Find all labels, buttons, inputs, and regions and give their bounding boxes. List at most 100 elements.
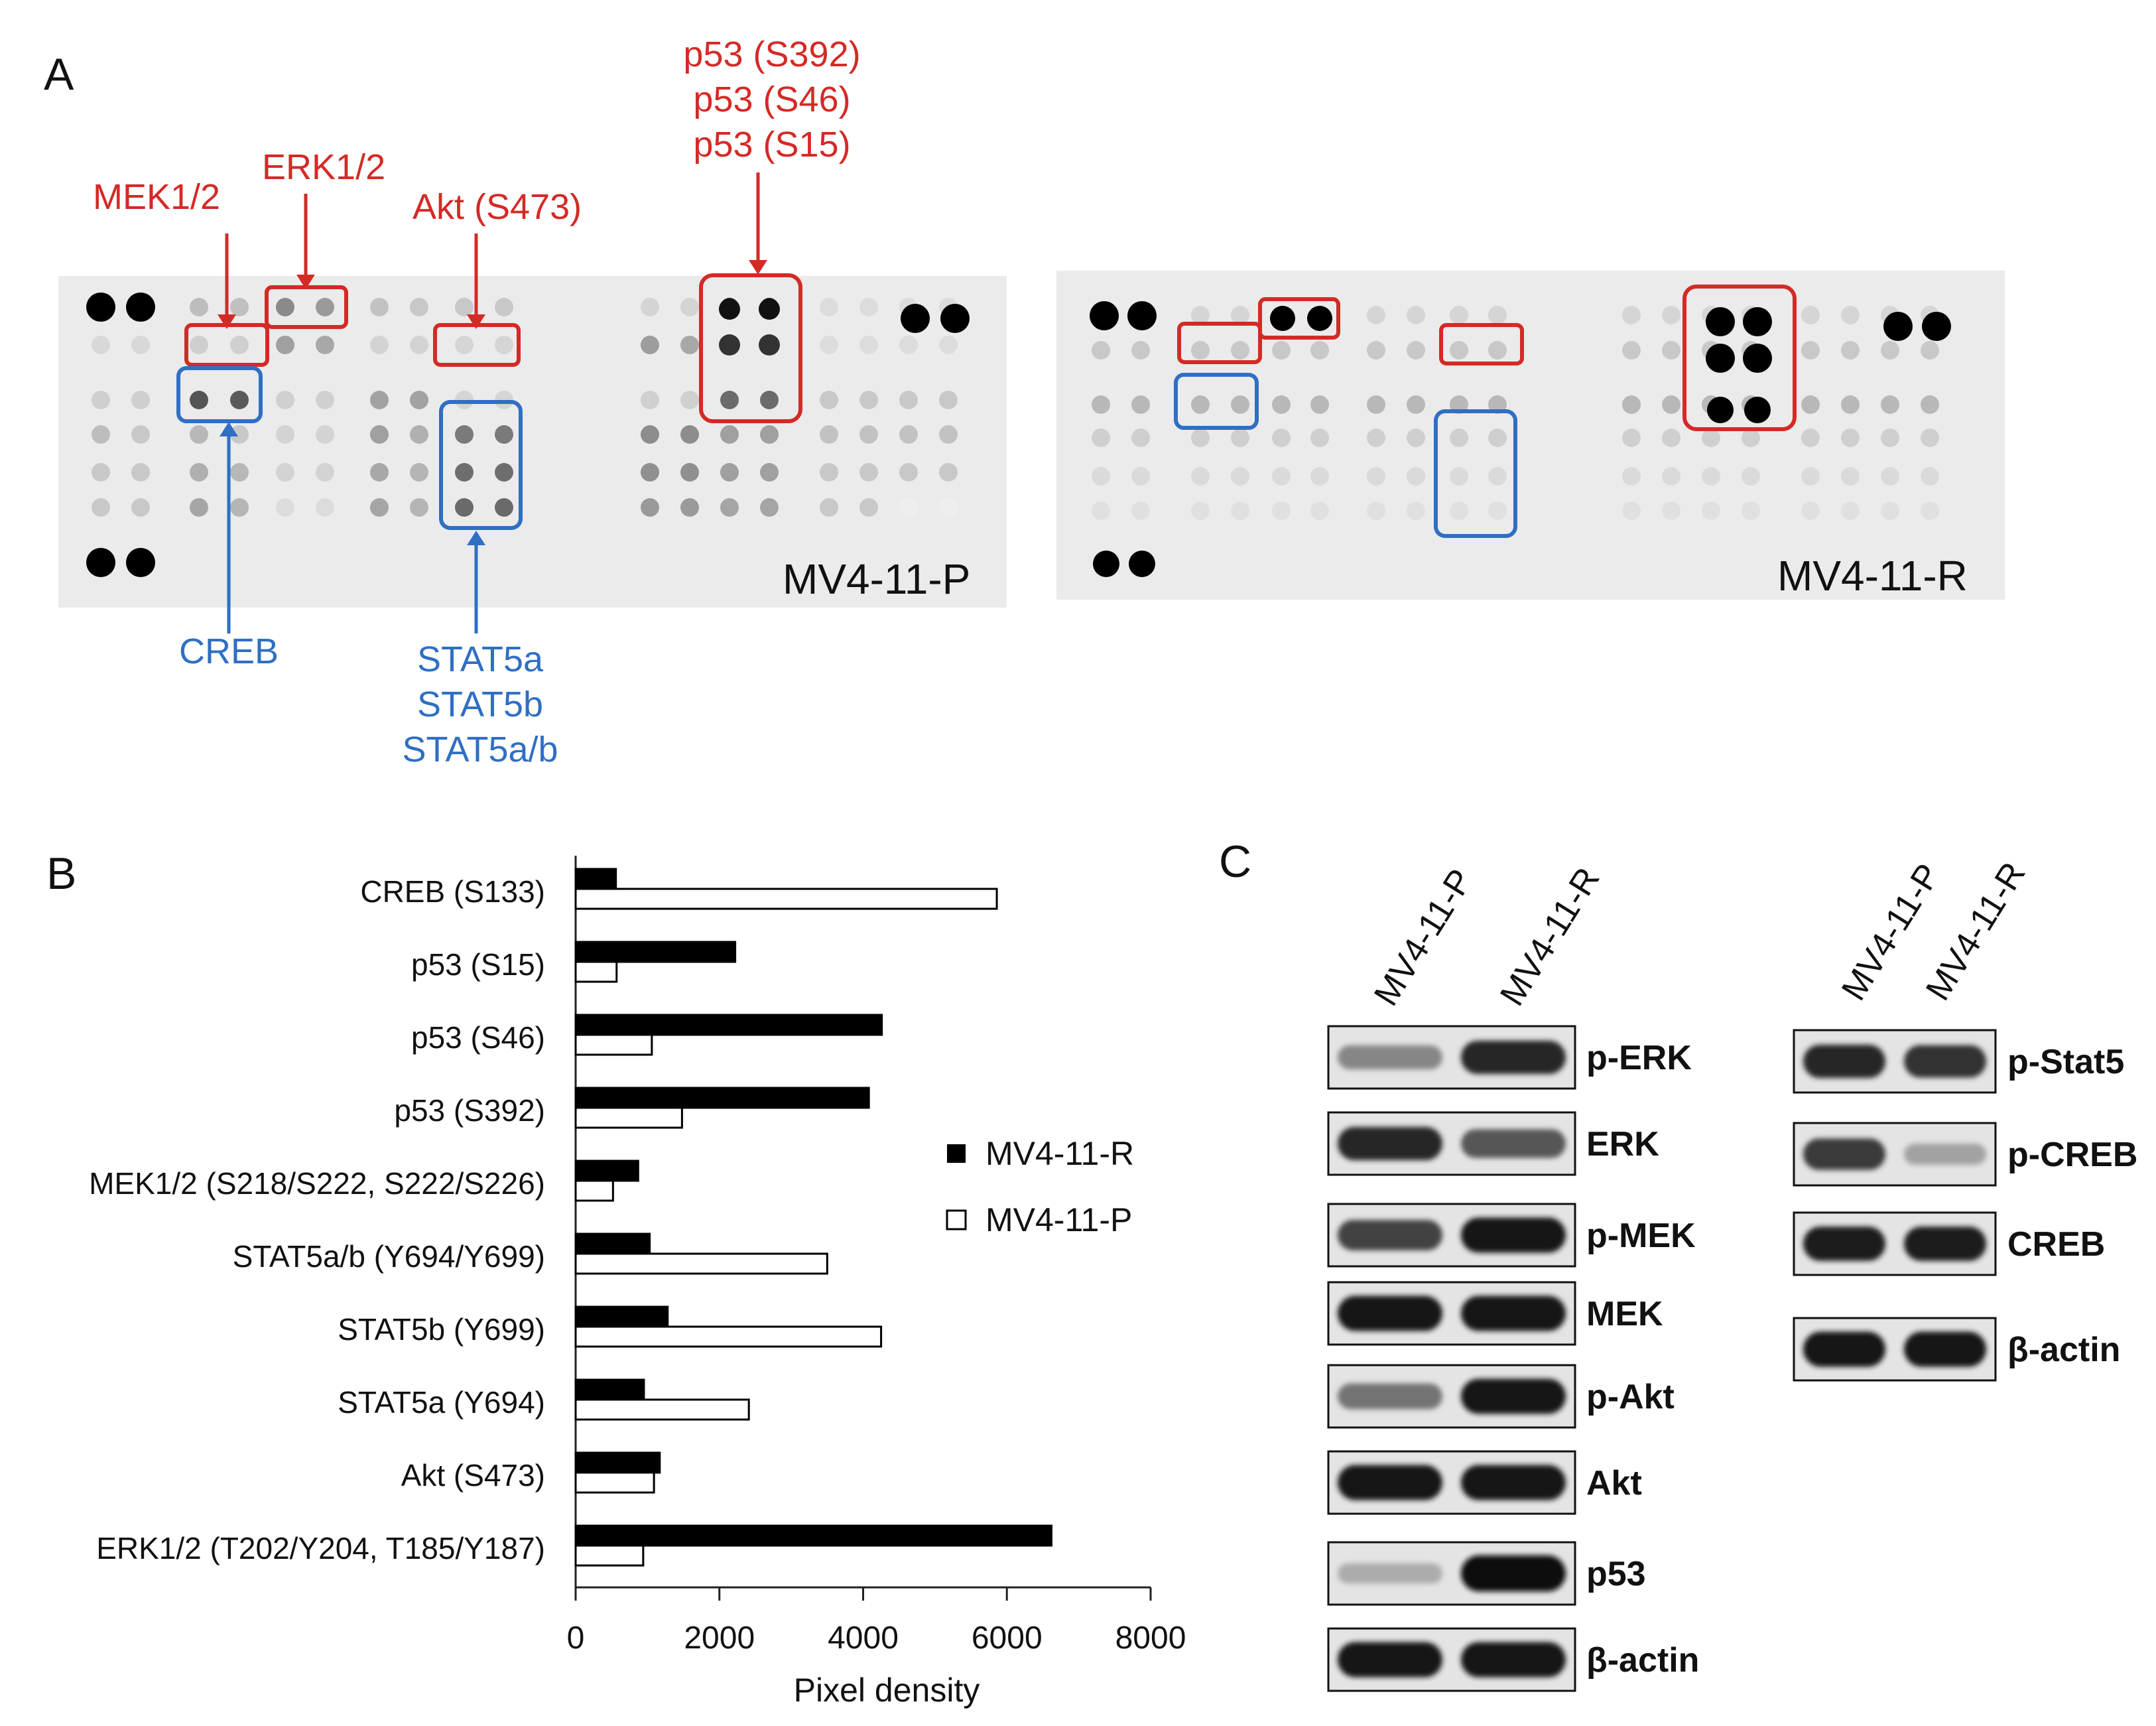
blot-label: p-ERK (1586, 1039, 1692, 1077)
blot-band (1904, 1331, 1986, 1367)
blot-label: p-CREB (2007, 1136, 2137, 1174)
array-dot (1272, 467, 1291, 486)
label-p53-s15: p53 (S15) (693, 125, 850, 165)
array-dot (719, 299, 740, 320)
array-dot (316, 336, 334, 354)
blot-band (1461, 1465, 1566, 1500)
array-dot (1706, 307, 1735, 336)
array-dot (1662, 306, 1680, 324)
array-dot (1662, 467, 1680, 486)
array-dot (370, 463, 389, 482)
array-dot (1841, 341, 1860, 360)
bar-r (574, 1160, 639, 1182)
array-dot (1191, 341, 1210, 360)
blot-label: p-Stat5 (2007, 1043, 2124, 1081)
array-dot (680, 391, 699, 409)
array-dot (1231, 501, 1249, 520)
array-dot (495, 463, 513, 482)
array-dot (86, 293, 115, 322)
array-dot (760, 391, 779, 409)
array-dot (495, 298, 513, 316)
bar-r (574, 1524, 1052, 1547)
blot-akt: Akt (1327, 1450, 1642, 1515)
array-dot (131, 498, 150, 517)
array-dot (901, 304, 930, 333)
x-tick-label: 4000 (828, 1621, 899, 1656)
arrowheads (218, 260, 767, 545)
array-dot (760, 463, 779, 482)
array-dot (720, 463, 739, 482)
array-dot (455, 298, 474, 316)
array-dot (1231, 306, 1249, 324)
array-dot (1883, 312, 1913, 341)
array-dot (939, 391, 958, 409)
blot-band (1904, 1144, 1986, 1165)
array-dot (410, 391, 428, 409)
blot-band (1461, 1295, 1566, 1331)
array-dot (820, 336, 838, 354)
array-dot (939, 463, 958, 482)
array-dot (641, 463, 659, 482)
bar-r (574, 1087, 870, 1109)
array-dot (1127, 301, 1157, 330)
array-dot (1231, 467, 1249, 486)
bar-r (574, 1232, 651, 1255)
array-dot (1662, 395, 1680, 414)
category-label: CREB (S133) (360, 874, 545, 909)
array-dot (940, 304, 970, 333)
panel-label-c: C (1219, 836, 1251, 887)
array-dot (1310, 467, 1329, 486)
array-dot (1270, 306, 1295, 331)
array-dot (1744, 397, 1771, 423)
array-dot (1702, 467, 1720, 486)
array-dot (1488, 341, 1507, 360)
bar-p (574, 1471, 655, 1494)
bar-r (574, 1305, 669, 1328)
array-dot (641, 298, 659, 316)
array-dot (410, 425, 428, 444)
array-dot (190, 498, 208, 517)
array-dot (1922, 312, 1951, 341)
array-dot (126, 548, 155, 577)
panel-label-a: A (44, 49, 74, 100)
array-dot (1841, 467, 1860, 486)
panel-a: MV4-11-P MV4-11-R (58, 34, 2005, 769)
legend-label-r: MV4-11-R (985, 1135, 1134, 1172)
blot-label: p53 (1586, 1555, 1646, 1593)
array-dot (1488, 306, 1507, 324)
category-label: p53 (S392) (394, 1093, 545, 1128)
category-label: Akt (S473) (401, 1458, 545, 1493)
array-dot (1450, 429, 1468, 447)
label-stat5ab: STAT5a/b (402, 730, 558, 769)
array-dot (939, 425, 958, 444)
array-dot (370, 391, 389, 409)
lane-label-left-r: MV4-11-R (1493, 861, 1608, 1012)
blot-band (1461, 1040, 1566, 1075)
array-dot (1742, 467, 1760, 486)
blot-band (1461, 1129, 1566, 1158)
array-dot (759, 299, 780, 320)
array-dot (820, 391, 838, 409)
blot-band (1461, 1217, 1566, 1253)
array-dot (1307, 306, 1332, 331)
bar-p (574, 1179, 614, 1202)
arrowhead-mek (218, 314, 236, 329)
highlight-boxes-r (1174, 285, 1797, 538)
array-dot (131, 463, 150, 482)
array-dot (1921, 467, 1939, 486)
array-dot (131, 336, 150, 354)
array-dot (1129, 551, 1155, 577)
blot-band (1803, 1227, 1885, 1261)
label-erk: ERK1/2 (262, 147, 385, 187)
blot-band (1904, 1227, 1986, 1261)
array-dot (1310, 395, 1329, 414)
array-dot (1622, 306, 1641, 324)
array-dot (1191, 501, 1210, 520)
array-dot (1801, 341, 1820, 360)
blot-band (1338, 1642, 1442, 1678)
array-dot (680, 498, 699, 517)
array-dot (680, 463, 699, 482)
category-label: MEK1/2 (S218/S222, S222/S226) (89, 1166, 545, 1201)
